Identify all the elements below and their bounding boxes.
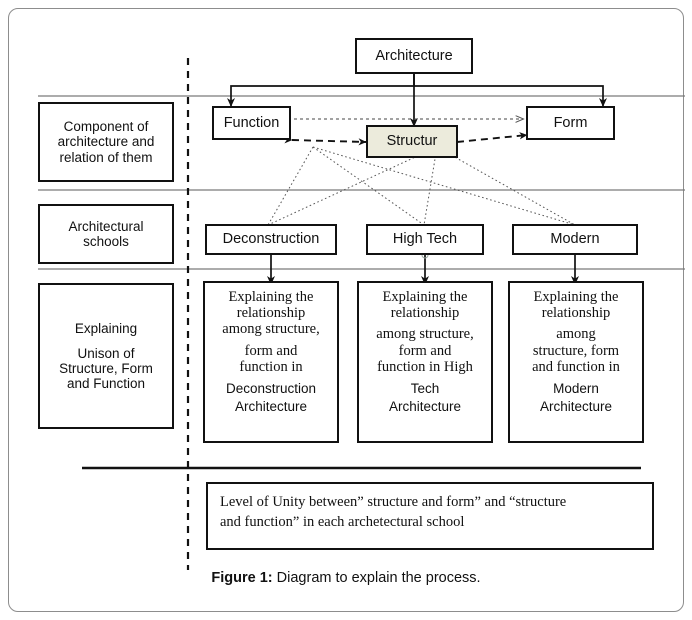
- node-school-hightech[interactable]: High Tech: [366, 224, 484, 255]
- left-row-component-line-2: architecture and: [57, 134, 155, 150]
- left-row-explaining-line-4: and Function: [66, 376, 146, 392]
- figure-frame: [8, 8, 684, 612]
- left-row-component: Component of architecture and relation o…: [38, 102, 174, 182]
- left-row-schools: Architectural schools: [38, 204, 174, 264]
- expl-ht-line-1: Explaining the: [382, 289, 468, 305]
- left-row-component-line-3: relation of them: [59, 149, 153, 165]
- conclusion-line-2: and function” in each archetectural scho…: [220, 513, 465, 530]
- expl-mod-line-6: Modern: [553, 381, 599, 397]
- expl-ht-line-5: function in High: [377, 358, 473, 375]
- conclusion-line-1: Level of Unity between” structure and fo…: [220, 494, 567, 510]
- left-row-schools-line-2: schools: [83, 234, 129, 249]
- expl-mod-line-7: Architecture: [539, 399, 613, 415]
- expl-ht-line-2: relationship: [390, 305, 460, 322]
- explanation-deconstruction: Explaining the relationship among struct…: [203, 281, 339, 443]
- figure-caption: Figure 1: Diagram to explain the process…: [0, 570, 692, 586]
- node-school-deconstruction[interactable]: Deconstruction: [205, 224, 337, 255]
- node-structure[interactable]: Structur: [366, 125, 458, 158]
- expl-mod-line-1: Explaining the: [533, 289, 619, 305]
- left-row-explaining-line-3: Structure, Form: [59, 361, 153, 376]
- expl-decon-line-6: Deconstruction: [225, 381, 317, 397]
- expl-ht-line-4: form and: [398, 342, 452, 359]
- expl-ht-line-7: Architecture: [388, 399, 462, 415]
- expl-decon-line-3: among structure,: [222, 321, 320, 338]
- node-form[interactable]: Form: [526, 106, 615, 140]
- figure-caption-label: Figure 1:: [211, 570, 273, 586]
- expl-ht-line-6: Tech: [410, 381, 440, 397]
- conclusion-box: Level of Unity between” structure and fo…: [206, 482, 654, 550]
- node-school-modern[interactable]: Modern: [512, 224, 638, 255]
- node-function[interactable]: Function: [212, 106, 291, 140]
- explanation-hightech: Explaining the relationship among struct…: [357, 281, 493, 443]
- figure-caption-text: Diagram to explain the process.: [272, 570, 481, 586]
- node-architecture[interactable]: Architecture: [355, 38, 473, 74]
- left-row-component-line-1: Component of: [63, 119, 149, 135]
- expl-decon-line-1: Explaining the: [228, 289, 314, 305]
- expl-decon-line-5: function in: [239, 358, 303, 375]
- expl-mod-line-3: among: [556, 326, 596, 343]
- expl-decon-line-2: relationship: [236, 305, 306, 322]
- left-row-explaining: Explaining Unison of Structure, Form and…: [38, 283, 174, 429]
- left-row-explaining-line-2: Unison of: [77, 345, 135, 361]
- expl-ht-line-3: among structure,: [376, 326, 474, 343]
- left-row-explaining-line-1: Explaining: [74, 320, 138, 336]
- expl-mod-line-4: structure, form: [532, 342, 620, 359]
- expl-decon-line-7: Architecture: [234, 399, 308, 415]
- explanation-modern: Explaining the relationship among struct…: [508, 281, 644, 443]
- expl-decon-line-4: form and: [244, 342, 298, 359]
- left-row-schools-line-1: Architectural: [68, 218, 144, 234]
- expl-mod-line-5: and function in: [532, 358, 620, 375]
- expl-mod-line-2: relationship: [541, 305, 611, 322]
